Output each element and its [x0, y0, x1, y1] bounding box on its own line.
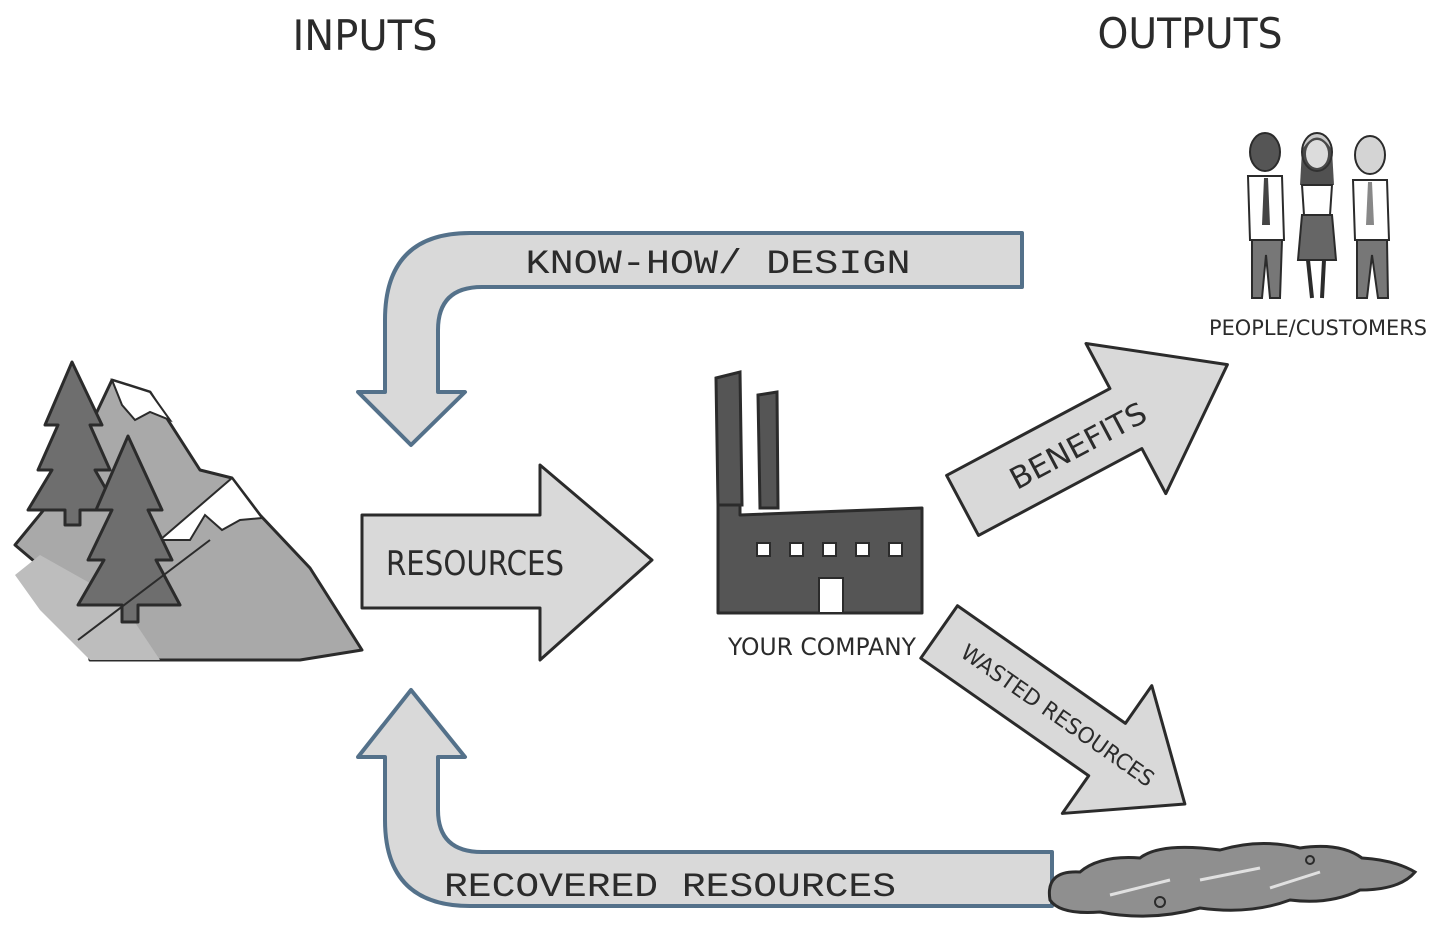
company-label: YOUR COMPANY	[727, 633, 916, 661]
people-icon	[1246, 132, 1391, 299]
inputs-header: INPUTS	[293, 11, 438, 60]
waste-puddle-icon	[1047, 842, 1418, 918]
wasted-resources-arrow: WASTED RESOURCES	[919, 604, 1187, 815]
factory-icon	[714, 370, 924, 615]
recovered-label: RECOVERED RESOURCES	[444, 869, 896, 907]
wasted-label: WASTED RESOURCES	[956, 640, 1159, 792]
resources-arrow: RESOURCES	[360, 463, 654, 662]
know-how-loop-arrow: KNOW-HOW/ DESIGN	[356, 231, 1024, 447]
know-how-label: KNOW-HOW/ DESIGN	[526, 246, 911, 284]
people-label: PEOPLE/CUSTOMERS	[1209, 316, 1427, 340]
recovered-loop-arrow: RECOVERED RESOURCES	[356, 688, 1054, 908]
resources-label: RESOURCES	[386, 544, 564, 584]
nature-resources-illustration	[13, 360, 364, 662]
outputs-header: OUTPUTS	[1098, 9, 1283, 58]
